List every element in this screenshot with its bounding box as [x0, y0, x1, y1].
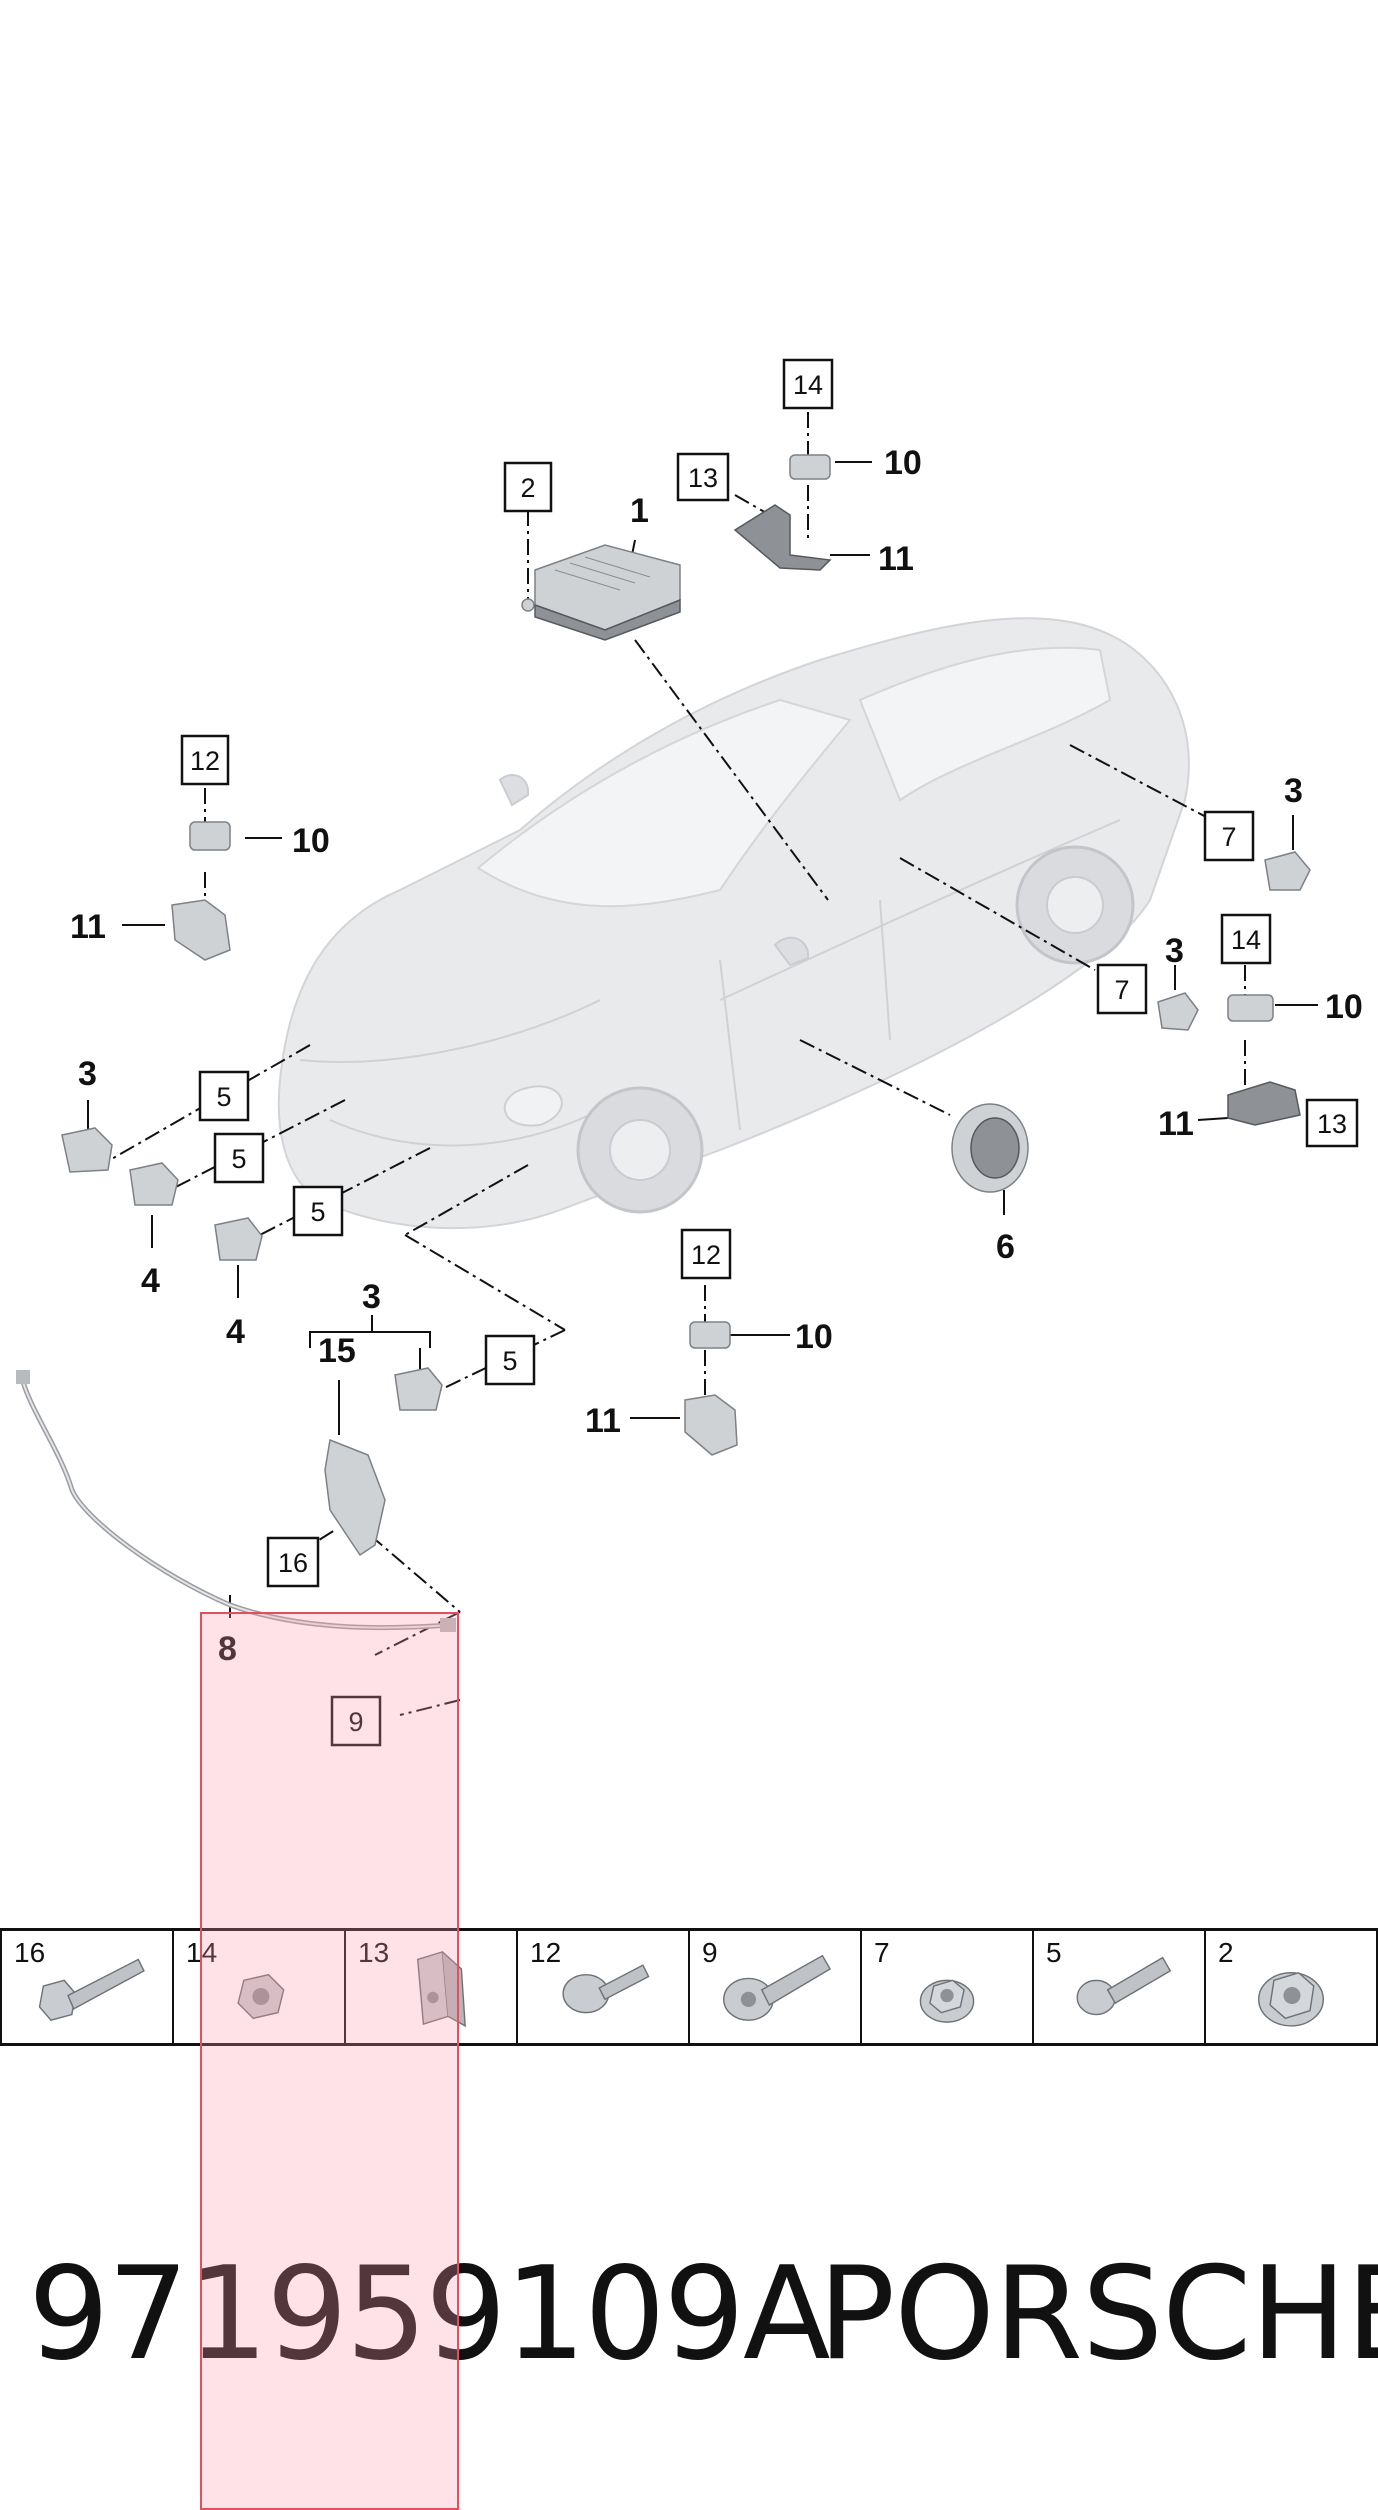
callout-5-b: 5 — [213, 1132, 265, 1184]
fastener-cell-13: 13 — [346, 1931, 518, 2043]
callout-2: 2 — [503, 461, 553, 513]
callout-6: 6 — [996, 1228, 1015, 1266]
footer: 971959109A PORSCHE — [0, 2240, 1378, 2390]
fastener-cell-16: 16 — [0, 1931, 174, 2043]
svg-text:12: 12 — [190, 746, 220, 776]
parts — [16, 454, 1311, 1632]
callout-15: 15 — [318, 1332, 356, 1370]
svg-text:7: 7 — [1114, 975, 1129, 1005]
boxed-callouts: 2 14 13 12 7 7 14 13 5 5 5 5 12 16 9 — [180, 358, 1359, 1747]
front-left-sensor-4-part — [129, 1162, 179, 1206]
wiring-cable-part — [16, 1370, 456, 1632]
fastener-number: 7 — [874, 1937, 890, 1968]
part-number: 971959109A — [28, 2240, 830, 2389]
car-illustration — [277, 617, 1190, 1230]
callout-11-right: 11 — [1158, 1105, 1194, 1143]
callout-3-right-top: 3 — [1284, 772, 1303, 810]
svg-text:7: 7 — [1221, 822, 1236, 852]
clip-nut-icon — [416, 1950, 466, 2028]
callout-10-lower: 10 — [795, 1318, 833, 1356]
svg-text:5: 5 — [310, 1197, 325, 1227]
callout-10-left: 10 — [292, 822, 330, 860]
brand-name: PORSCHE — [818, 2240, 1378, 2389]
callout-5-d: 5 — [484, 1334, 536, 1386]
left-radar-sensor-part — [171, 821, 231, 961]
fastener-cell-2: 2 — [1206, 1931, 1378, 2043]
windshield — [476, 698, 852, 908]
callout-7-top: 7 — [1203, 810, 1255, 862]
fastener-cell-14: 14 — [174, 1931, 346, 2043]
callout-13-right: 13 — [1305, 1098, 1359, 1148]
svg-text:9: 9 — [348, 1707, 363, 1737]
callout-11-lower: 11 — [585, 1402, 621, 1440]
fastener-cell-5: 5 — [1034, 1931, 1206, 2043]
side-window — [858, 646, 1112, 802]
fastener-cell-12: 12 — [518, 1931, 690, 2043]
right-rear-sensor-part — [1264, 851, 1311, 891]
svg-text:12: 12 — [691, 1240, 721, 1270]
svg-text:2: 2 — [520, 473, 535, 503]
pan-head-screw-icon — [562, 1964, 650, 2014]
callout-3-bracket: 3 — [362, 1278, 381, 1316]
hex-bolt-icon — [38, 1958, 145, 2022]
fastener-cell-7: 7 — [862, 1931, 1034, 2043]
fastener-number: 13 — [358, 1937, 390, 1968]
callout-5-a: 5 — [198, 1070, 250, 1122]
callout-10-top: 10 — [884, 444, 922, 482]
lower-radar-sensor-part — [684, 1321, 738, 1456]
round-horn-part — [951, 1103, 1029, 1193]
callout-4-a: 4 — [141, 1262, 160, 1300]
svg-text:5: 5 — [502, 1346, 517, 1376]
callout-14-right: 14 — [1220, 913, 1272, 965]
fastener-cell-9: 9 — [690, 1931, 862, 2043]
callout-10-right: 10 — [1325, 988, 1363, 1026]
callout-11-top: 11 — [878, 540, 914, 578]
fastener-table: 16 14 13 12 9 7 — [0, 1928, 1378, 2046]
svg-text:13: 13 — [688, 463, 718, 493]
right-radar-sensor-part — [1227, 994, 1301, 1126]
callout-9: 9 — [330, 1695, 382, 1747]
callout-3-right-mid: 3 — [1165, 932, 1184, 970]
torx-bolt-icon — [1076, 1956, 1172, 2016]
callout-3-front: 3 — [78, 1055, 97, 1093]
fastener-number: 12 — [530, 1937, 562, 1968]
control-unit-part — [521, 544, 681, 641]
fastener-number: 5 — [1046, 1937, 1062, 1968]
svg-text:5: 5 — [216, 1082, 231, 1112]
svg-text:14: 14 — [793, 370, 823, 400]
front-left-sensor-4b-part — [214, 1217, 263, 1261]
callout-5-c: 5 — [292, 1185, 344, 1237]
front-left-sensor-3-part — [61, 1127, 113, 1173]
top-radar-sensor-part — [733, 454, 832, 571]
bracket-sensor-part — [324, 1367, 443, 1557]
callout-14-top: 14 — [782, 358, 834, 410]
flange-nut-icon — [919, 1979, 975, 2023]
fastener-number: 9 — [702, 1937, 718, 1968]
bold-callouts: 1 10 11 10 11 3 3 10 11 6 3 4 4 3 15 10 … — [70, 444, 1363, 1668]
hex-nut-icon — [237, 1973, 285, 2020]
fastener-number: 2 — [1218, 1937, 1234, 1968]
right-side-sensor-part — [1157, 992, 1199, 1031]
callout-16: 16 — [266, 1536, 320, 1588]
callout-12-lower: 12 — [680, 1228, 732, 1280]
callout-1: 1 — [630, 492, 649, 530]
callout-4-b: 4 — [226, 1313, 245, 1351]
svg-text:16: 16 — [278, 1548, 308, 1578]
callout-7-mid: 7 — [1096, 963, 1148, 1015]
callout-13-top: 13 — [676, 452, 730, 502]
callout-12-left: 12 — [180, 734, 230, 786]
flange-bolt-icon — [723, 1954, 832, 2021]
svg-text:13: 13 — [1317, 1109, 1347, 1139]
large-flange-nut-icon — [1258, 1971, 1324, 2027]
fastener-number: 16 — [14, 1937, 46, 1968]
svg-text:14: 14 — [1231, 925, 1261, 955]
callout-8: 8 — [218, 1630, 237, 1668]
callout-11-left: 11 — [70, 908, 106, 946]
svg-text:5: 5 — [231, 1144, 246, 1174]
